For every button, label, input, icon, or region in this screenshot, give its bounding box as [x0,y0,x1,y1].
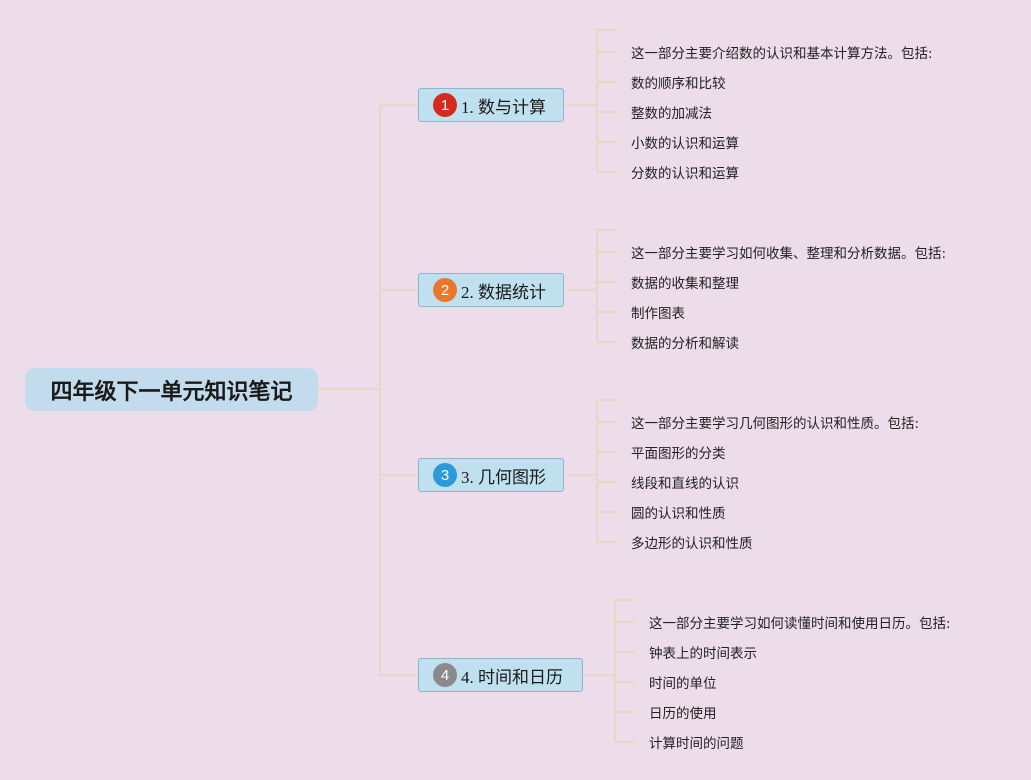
leaf-item[interactable]: 分数的认识和运算 [631,166,739,182]
leaf-item[interactable]: 线段和直线的认识 [631,476,739,492]
branch-label: 4. 时间和日历 [461,667,563,687]
leaf-item[interactable]: 日历的使用 [649,706,717,722]
branch-label: 3. 几何图形 [461,467,546,487]
root-node[interactable]: 四年级下一单元知识笔记 [25,368,318,411]
leaf-item[interactable]: 时间的单位 [649,676,717,692]
leaf-item[interactable]: 平面图形的分类 [631,446,726,462]
leaf-item[interactable]: 这一部分主要学习几何图形的认识和性质。包括: [631,416,920,432]
branch-data-stats[interactable]: 2 2. 数据统计 [418,273,564,307]
number-2-icon: 2 [433,278,457,302]
number-4-icon: 4 [433,663,457,687]
leaf-item[interactable]: 数据的收集和整理 [631,276,739,292]
leaf-item[interactable]: 数据的分析和解读 [631,336,739,352]
root-title: 四年级下一单元知识笔记 [50,379,293,405]
leaf-item[interactable]: 计算时间的问题 [649,736,744,752]
leaf-item[interactable]: 这一部分主要学习如何收集、整理和分析数据。包括: [631,246,947,262]
leaf-item[interactable]: 整数的加减法 [631,106,712,122]
branch-time-calendar[interactable]: 4 4. 时间和日历 [418,658,583,692]
leaf-item[interactable]: 小数的认识和运算 [631,136,739,152]
leaf-item[interactable]: 圆的认识和性质 [631,506,726,522]
branch-number-calc[interactable]: 1 1. 数与计算 [418,88,564,122]
leaf-item[interactable]: 这一部分主要学习如何读懂时间和使用日历。包括: [649,616,951,632]
branch-geometry[interactable]: 3 3. 几何图形 [418,458,564,492]
leaf-item[interactable]: 钟表上的时间表示 [649,646,757,662]
branch-label: 1. 数与计算 [461,97,546,117]
branch-label: 2. 数据统计 [461,282,546,302]
leaf-item[interactable]: 多边形的认识和性质 [631,536,753,552]
leaf-item[interactable]: 制作图表 [631,306,685,322]
leaf-item[interactable]: 数的顺序和比较 [631,76,726,92]
number-1-icon: 1 [433,93,457,117]
number-3-icon: 3 [433,463,457,487]
leaf-item[interactable]: 这一部分主要介绍数的认识和基本计算方法。包括: [631,46,933,62]
